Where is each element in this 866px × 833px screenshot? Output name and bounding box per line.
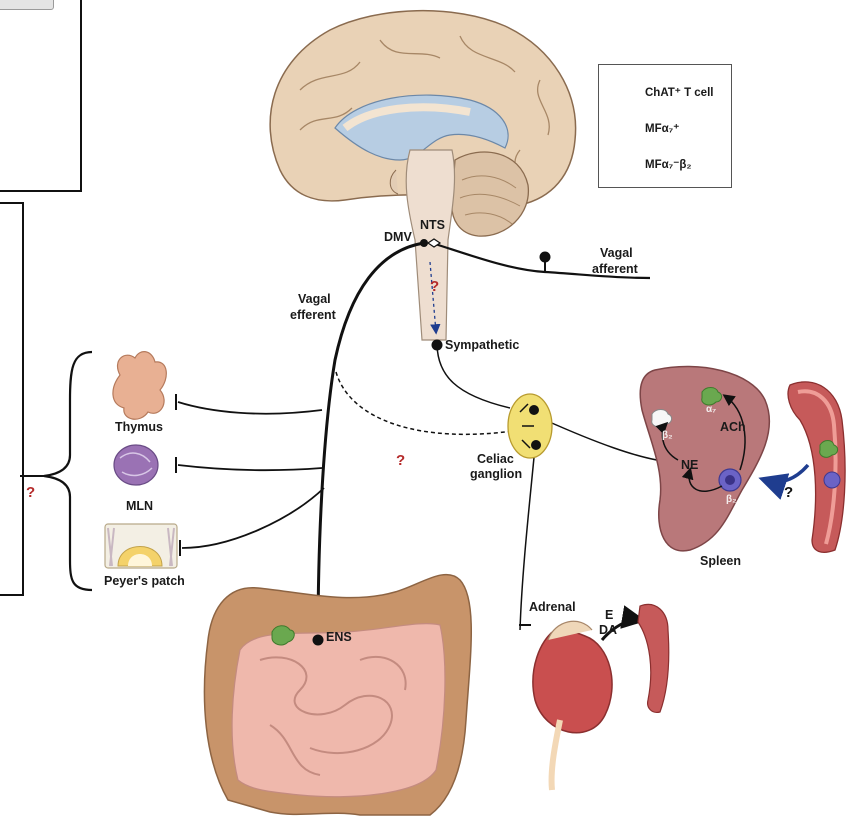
vagal-afferent-label-2: afferent [592, 262, 638, 277]
sympathetic-node [432, 340, 443, 351]
vagal-efferent-label-2: efferent [290, 308, 336, 323]
ens-node [313, 635, 324, 646]
beta2-label-a: β₂ [662, 428, 673, 443]
adrenal-kidney-illustration [533, 621, 612, 790]
question-mark-vagus-celiac: ? [396, 452, 405, 469]
ne-label: NE [681, 458, 698, 473]
vagal-afferent-label-1: Vagal [600, 246, 633, 261]
blood-vessel-right [788, 382, 845, 552]
legend-chat-t-cell-label: ChAT⁺ T cell [645, 85, 713, 99]
thymus-illustration [113, 352, 166, 420]
dopamine-label: DA [599, 623, 617, 638]
dmv-label: DMV [384, 230, 412, 245]
peyers-patch-illustration [105, 524, 177, 568]
thymus-label: Thymus [115, 420, 163, 435]
alpha7-label: α₇ [706, 402, 716, 417]
sympathetic-label: Sympathetic [445, 338, 519, 353]
adrenal-label: Adrenal [529, 600, 576, 615]
ens-label: ENS [326, 630, 352, 645]
spleen-illustration [640, 367, 769, 551]
epinephrine-label: E [605, 608, 613, 623]
celiac-ganglion-illustration [508, 394, 552, 458]
spleen-label: Spleen [700, 554, 741, 569]
beta2-label-b: β₂ [726, 492, 737, 507]
mln-label: MLN [126, 499, 153, 514]
question-mark-migration: ? [784, 484, 793, 501]
organ-brace [44, 352, 92, 590]
vagal-efferent-label-1: Vagal [298, 292, 331, 307]
celiac-label-2: ganglion [470, 467, 522, 482]
legend-mf-alpha7-neg-label: MFα₇⁻β₂ [645, 157, 691, 171]
blood-vessel-adrenal [638, 604, 669, 712]
brain-illustration [270, 11, 575, 340]
question-mark-nts: ? [430, 278, 439, 295]
peyers-patch-label: Peyer's patch [104, 574, 185, 589]
migration-arrow [765, 465, 808, 482]
celiac-label-1: Celiac [477, 452, 514, 467]
ach-label: ACh [720, 420, 746, 435]
intestine-illustration [204, 575, 471, 815]
legend-mf-alpha7-label: MFα₇⁺ [645, 121, 679, 135]
mln-illustration [114, 445, 158, 485]
nerve-terminals [176, 394, 531, 625]
question-mark-organs: ? [26, 484, 35, 501]
dmv-node [420, 239, 428, 247]
legend-box: ChAT⁺ T cell MFα₇⁺ MFα₇⁻β₂ [598, 64, 732, 188]
nts-label: NTS [420, 218, 445, 233]
